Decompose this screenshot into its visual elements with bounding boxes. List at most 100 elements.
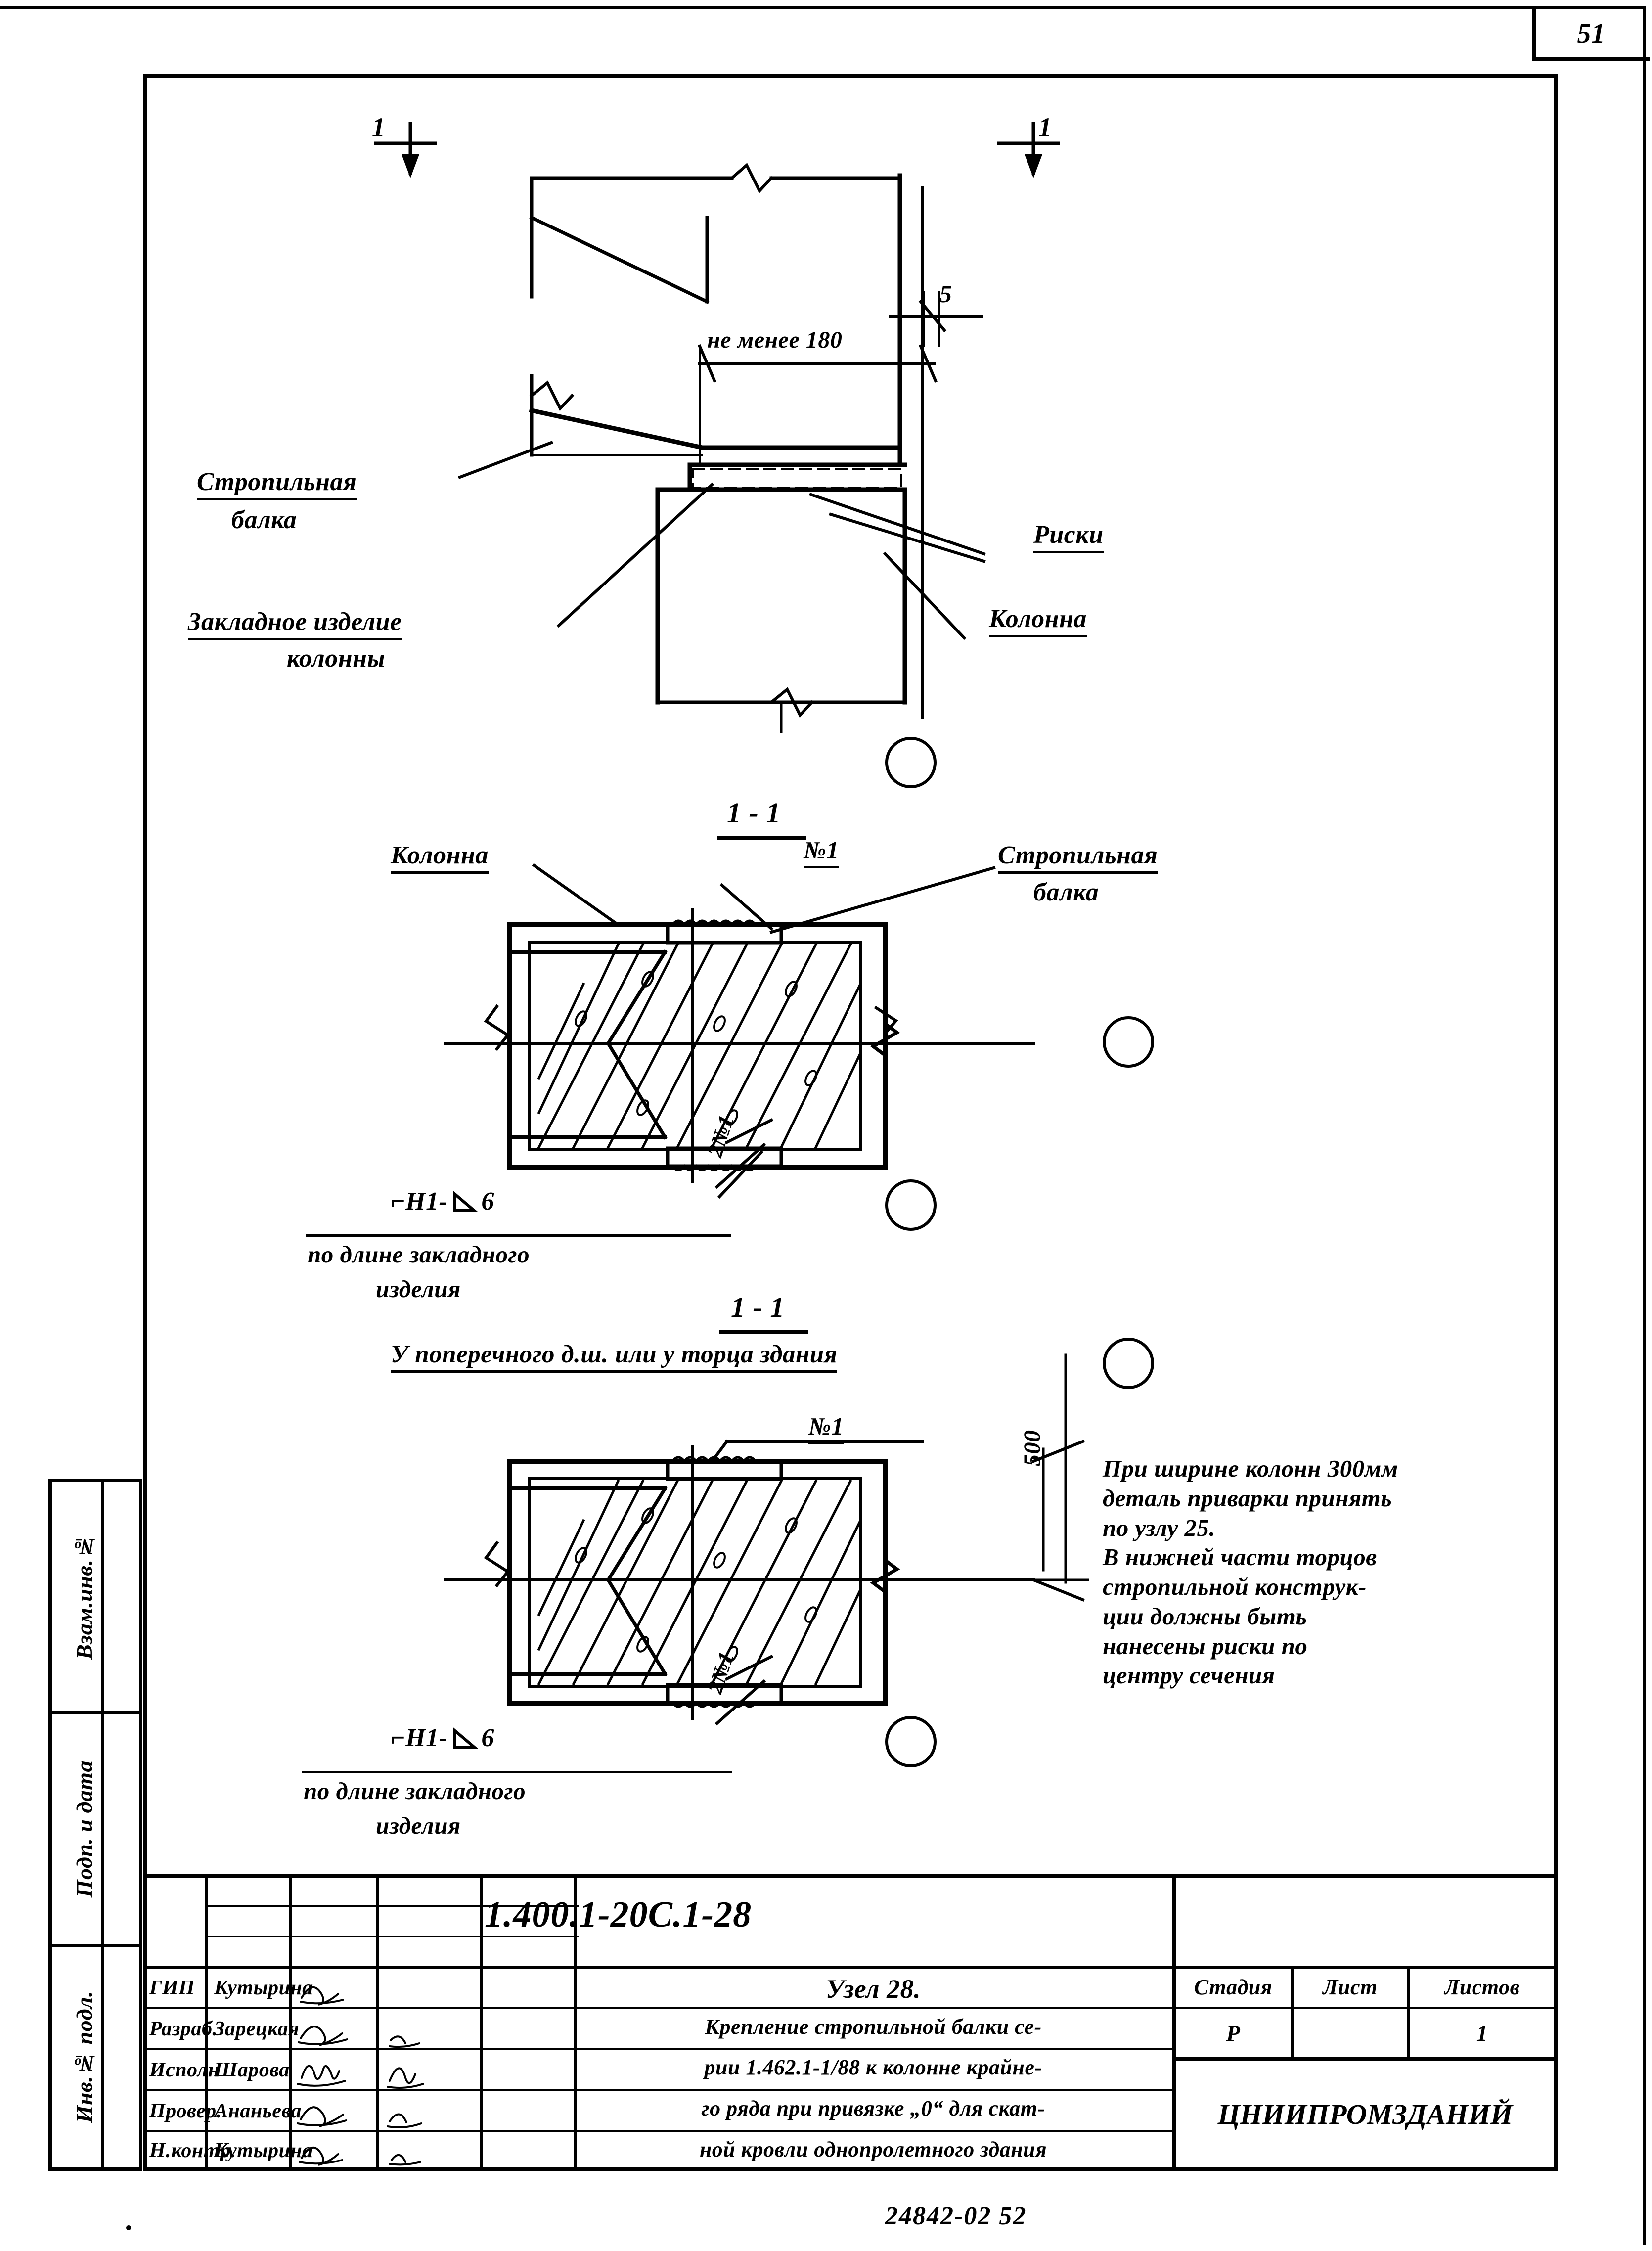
tb-sheet-header-text: Лист <box>1323 1975 1378 1999</box>
section-mark-right: 1 <box>1038 112 1052 142</box>
label-column-top: Колонна <box>989 604 1087 637</box>
tb-role-label-2: Исполн <box>149 2059 220 2081</box>
tb-divider-h-roles-top <box>143 1966 1558 1969</box>
label-beam-middle-line2: балка <box>1033 878 1099 906</box>
tb-sheet-value <box>1294 2010 1407 2056</box>
note-line-1: При ширине колонн 300мм <box>1103 1455 1398 1482</box>
left-stamp-column: Взам.инв.№ Подп. и дата Инв.№ подл. <box>48 1479 142 2171</box>
tb-divider-v6 <box>1172 1874 1176 2171</box>
tb-role-4: Н.контр. <box>143 2133 236 2168</box>
balloon-ref-bottom <box>885 1716 937 1767</box>
tb-divider-h-r3 <box>143 2089 1172 2091</box>
notes-block: При ширине колонн 300мм деталь приварки … <box>1103 1454 1563 1690</box>
tb-divider-h-r1 <box>143 2007 1172 2009</box>
dimension-gap-5: 5 <box>939 280 952 308</box>
weld-note-bottom-line2: изделия <box>376 1812 461 1839</box>
tb-divider-v8 <box>1407 1966 1410 2057</box>
weld-note-middle-line2: изделия <box>376 1275 461 1303</box>
section-subtitle-bottom: У поперечного д.ш. или у торца здания <box>391 1340 838 1373</box>
tb-sheet-header: Лист <box>1294 1968 1407 2006</box>
tb-title-text: Узел 28. <box>825 1974 921 2004</box>
balloon-ref-middle-bottom <box>885 1179 937 1231</box>
label-plate-no-middle: №1 <box>804 836 839 868</box>
tb-stage-value-text: Р <box>1226 2020 1241 2046</box>
tb-role-label-0: ГИП <box>149 1977 195 1999</box>
title-block: ГИП Кутырина Разраб. Зарецкая Исполн Шар… <box>143 1874 1558 2171</box>
label-beam-line2: балка <box>231 506 297 534</box>
label-marks: Риски <box>1033 520 1104 553</box>
tb-divider-v7 <box>1291 1966 1294 2057</box>
tb-divider-h-r2 <box>143 2048 1172 2050</box>
note-line-7: нанесены риски по <box>1103 1632 1308 1660</box>
section-title-bottom: 1 - 1 <box>731 1291 785 1323</box>
note-line-8: центру сечения <box>1103 1662 1275 1689</box>
footer-archive-number: 24842-02 52 <box>885 2202 1027 2230</box>
registration-dot <box>126 2225 131 2230</box>
tb-desc-text-3: ной кровли однопролетного здания <box>699 2137 1047 2161</box>
label-plate-no-bottom: №1 <box>808 1412 844 1444</box>
tb-role-3: Провер. <box>143 2092 222 2130</box>
tb-divider-v3 <box>376 1874 379 2171</box>
tb-name-label-2: Шарова <box>214 2059 290 2081</box>
tb-name-label-0: Кутырина <box>214 1977 313 1999</box>
tb-organization-text: ЦНИИПРОМЗДАНИЙ <box>1217 2098 1513 2130</box>
tb-divider-v5 <box>574 1874 577 2171</box>
tb-title: Узел 28. <box>577 1971 1170 2007</box>
page-number: 51 <box>1577 18 1606 49</box>
tb-sheets-header: Листов <box>1410 1968 1555 2006</box>
weld-note-middle-line1: по длине закладного <box>308 1241 530 1268</box>
tb-role-2: Исполн <box>143 2051 220 2089</box>
tb-role-label-3: Провер. <box>149 2100 222 2122</box>
label-column-middle: Колонна <box>391 841 489 874</box>
weld-note-underline-bottom <box>302 1771 732 1773</box>
tb-sheets-value-text: 1 <box>1476 2020 1488 2046</box>
tb-name-2: Шарова <box>208 2051 289 2089</box>
signature-column <box>297 1986 424 2166</box>
tb-desc-3: ной кровли однопролетного здания <box>577 2131 1170 2167</box>
weld-spec-bottom: ⌐Н1- 6 <box>391 1723 494 1753</box>
tb-organization: ЦНИИПРОМЗДАНИЙ <box>1176 2061 1555 2167</box>
weld-spec-bottom-size: 6 <box>481 1724 494 1752</box>
weld-note-bottom-line1: по длине закладного <box>304 1777 526 1804</box>
label-beam-middle-line1: Стропильная <box>998 841 1158 874</box>
note-line-6: ции должны быть <box>1103 1602 1307 1630</box>
tb-stage-value: Р <box>1176 2010 1291 2056</box>
tb-desc-1: рии 1.462.1-1/88 к колонне крайне- <box>577 2049 1170 2085</box>
tb-divider-h-top1 <box>205 1905 579 1907</box>
weld-triangle-icon-bottom <box>453 1727 479 1749</box>
tb-name-3: Ананьева <box>208 2092 301 2130</box>
tb-desc-0: Крепление стропильной балки се- <box>577 2009 1170 2044</box>
tb-role-0: ГИП <box>143 1969 205 2007</box>
note-line-3: по узлу 25. <box>1103 1514 1216 1541</box>
tb-role-label-4: Н.контр. <box>149 2139 236 2162</box>
page-number-box <box>1532 6 1650 61</box>
tb-role-1: Разраб. <box>143 2010 218 2048</box>
tb-divider-v1 <box>205 1874 208 2171</box>
tb-desc-text-1: рии 1.462.1-1/88 к колонне крайне- <box>704 2055 1042 2079</box>
note-line-5: стропильной конструк- <box>1103 1573 1367 1601</box>
weld-spec-bottom-code: ⌐Н1- <box>391 1724 448 1752</box>
tb-desc-2: го ряда при привязке „0“ для скат- <box>577 2090 1170 2126</box>
tb-divider-v2 <box>289 1874 292 2171</box>
note-line-4: В нижней части торцов <box>1103 1543 1377 1571</box>
section-mark-left: 1 <box>372 112 386 142</box>
tb-divider-h-stage <box>1172 2007 1558 2009</box>
tb-name-4: Кутырина <box>208 2133 313 2168</box>
tb-name-label-3: Ананьева <box>214 2100 302 2122</box>
tb-divider-h-top2 <box>205 1936 579 1937</box>
stamp-column-divider <box>101 1482 104 2167</box>
tb-name-label-1: Зарецкая <box>214 2018 300 2040</box>
label-embed-line2: колонны <box>287 644 386 673</box>
balloon-ref-top <box>885 737 937 788</box>
tb-divider-h-r4 <box>143 2130 1172 2132</box>
sheet-outer-border <box>0 6 1646 2245</box>
drawing-number: 1.400.1-20С.1-28 <box>485 1894 752 1935</box>
weld-spec-middle-size: 6 <box>481 1187 494 1216</box>
label-embed-line1: Закладное изделие <box>188 607 402 640</box>
section-title-middle: 1 - 1 <box>727 797 781 829</box>
section-title-bottom-underline <box>719 1330 808 1334</box>
weld-triangle-icon-middle <box>453 1190 479 1212</box>
